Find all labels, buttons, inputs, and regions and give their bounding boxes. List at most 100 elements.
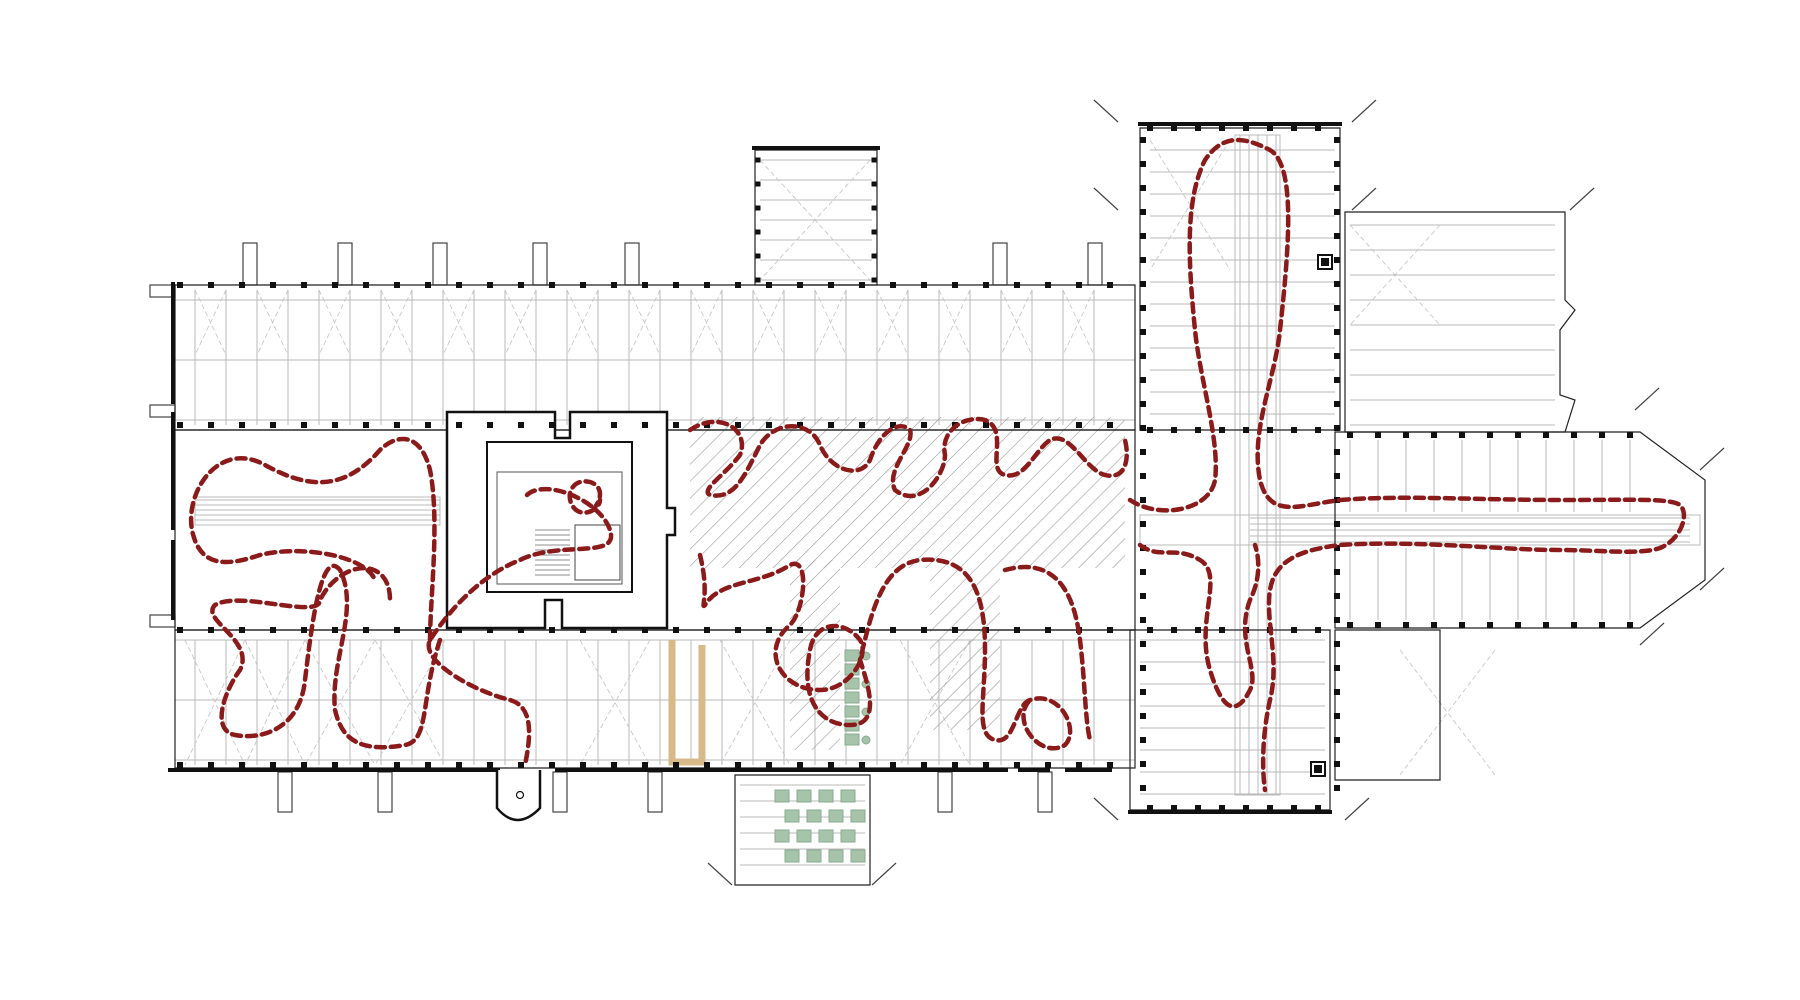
pier xyxy=(766,282,772,288)
pier xyxy=(270,422,276,428)
se-chapel-outline xyxy=(1334,629,1441,781)
pier xyxy=(456,422,462,428)
pier xyxy=(1076,422,1082,428)
route-west-loop xyxy=(188,436,614,768)
pier xyxy=(1334,401,1340,407)
table xyxy=(844,733,860,746)
pier xyxy=(332,422,338,428)
pier xyxy=(1107,762,1113,768)
vault-rib xyxy=(690,289,723,356)
pier xyxy=(301,627,307,633)
corner-buttress xyxy=(1634,387,1660,411)
pier xyxy=(890,282,896,288)
pier xyxy=(518,422,524,428)
pier xyxy=(1140,665,1146,671)
vault-rib xyxy=(1399,649,1496,776)
stair-well xyxy=(496,471,623,585)
pier xyxy=(1140,497,1146,503)
pier xyxy=(239,627,245,633)
pier xyxy=(673,422,679,428)
vault-rib xyxy=(759,159,871,281)
pier xyxy=(518,627,524,633)
table xyxy=(844,705,860,718)
pier xyxy=(1140,713,1146,719)
pier xyxy=(1140,305,1146,311)
pier xyxy=(1515,432,1521,438)
pier xyxy=(1107,282,1113,288)
pier xyxy=(1171,125,1177,131)
pier xyxy=(704,282,710,288)
vault-rib xyxy=(256,289,289,356)
pier xyxy=(1014,422,1020,428)
pier xyxy=(1334,329,1340,335)
pier xyxy=(363,282,369,288)
pier xyxy=(859,762,865,768)
buttress xyxy=(532,242,548,286)
pier xyxy=(549,627,555,633)
pier xyxy=(1515,622,1521,628)
pier xyxy=(1334,497,1340,503)
route-nave-lower xyxy=(697,552,1093,751)
pier xyxy=(208,282,214,288)
table xyxy=(850,849,866,863)
pier xyxy=(735,282,741,288)
pier xyxy=(871,229,877,235)
buttress xyxy=(1087,242,1103,286)
pier xyxy=(1627,622,1633,628)
pier xyxy=(332,762,338,768)
pier xyxy=(611,627,617,633)
pier xyxy=(921,762,927,768)
table xyxy=(828,849,844,863)
pier xyxy=(394,762,400,768)
vault-rib xyxy=(244,639,306,766)
pier xyxy=(1140,185,1146,191)
pier xyxy=(1267,427,1273,433)
table xyxy=(850,809,866,823)
pier xyxy=(1107,627,1113,633)
table xyxy=(774,789,790,803)
pier xyxy=(735,762,741,768)
pier xyxy=(487,422,493,428)
corner-buttress xyxy=(871,862,897,886)
pier xyxy=(1334,281,1340,287)
pier-group xyxy=(177,125,1633,811)
pier xyxy=(1140,137,1146,143)
pier xyxy=(1334,185,1340,191)
pier xyxy=(828,627,834,633)
pier xyxy=(239,422,245,428)
pier xyxy=(239,282,245,288)
pier xyxy=(1334,713,1340,719)
pier xyxy=(1334,545,1340,551)
pier xyxy=(1627,432,1633,438)
pier xyxy=(1014,627,1020,633)
pier xyxy=(611,422,617,428)
heavy-walls xyxy=(168,122,1342,814)
vault-rib xyxy=(184,639,246,766)
pier xyxy=(952,627,958,633)
stair-lift-core xyxy=(445,410,677,630)
pier xyxy=(642,627,648,633)
pier xyxy=(1431,432,1437,438)
pier xyxy=(1291,805,1297,811)
pier xyxy=(363,762,369,768)
pier xyxy=(1140,401,1146,407)
pier xyxy=(704,762,710,768)
pier xyxy=(549,762,555,768)
vault-rib xyxy=(1399,649,1496,776)
pier xyxy=(1140,209,1146,215)
pier xyxy=(1267,125,1273,131)
pier xyxy=(766,762,772,768)
pier xyxy=(755,253,761,259)
pier xyxy=(1045,627,1051,633)
table xyxy=(784,809,800,823)
pier xyxy=(828,762,834,768)
pier xyxy=(1195,125,1201,131)
pier xyxy=(1140,161,1146,167)
pier xyxy=(394,627,400,633)
pier xyxy=(797,422,803,428)
vault-rib xyxy=(566,289,599,356)
corner-buttress xyxy=(1351,99,1377,123)
pier xyxy=(208,762,214,768)
fixtures xyxy=(1310,254,1333,777)
buttress xyxy=(647,771,663,813)
